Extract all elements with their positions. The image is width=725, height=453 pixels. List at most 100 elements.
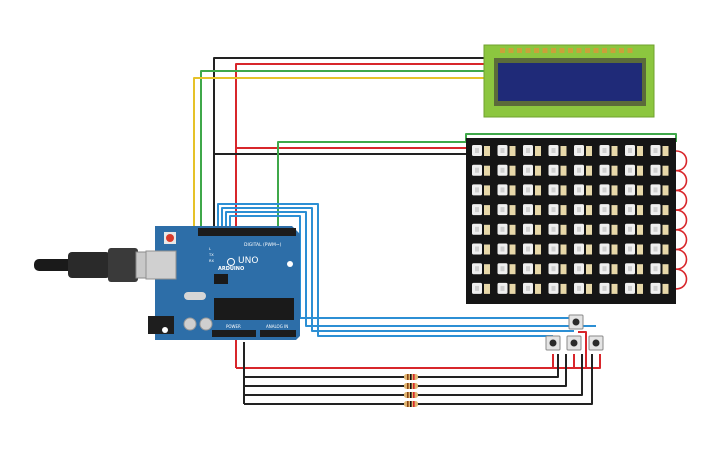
analog-label: ANALOG IN [266,324,288,329]
matrix-pixel-pad [560,185,567,196]
lcd-pin[interactable] [619,48,624,53]
wire-red-b3 [578,331,587,368]
lcd-pin[interactable] [508,48,514,53]
matrix-pixel-core [475,187,479,193]
resistor-band [407,383,409,389]
matrix-pixel-pad [611,185,618,196]
resistor-band [410,374,412,380]
led-matrix [466,138,688,304]
lcd-pin[interactable] [559,48,565,53]
matrix-pixel-core [653,167,658,173]
crystal [184,292,206,300]
matrix-pixel-pad [535,146,541,156]
matrix-pixel-core [551,246,556,252]
matrix-pixel-pad [560,244,567,255]
lcd-pin[interactable] [500,48,505,53]
matrix-pixel-core [500,167,505,173]
matrix-pixel-pad [509,224,516,235]
matrix-pixel-core [500,285,505,291]
wire-red-bus [236,354,601,369]
lcd-pin[interactable] [534,48,539,53]
matrix-pixel-pad [509,244,516,255]
matrix-pixel-pad [586,205,592,216]
lcd-pin[interactable] [551,48,556,53]
push-button[interactable] [568,314,584,330]
matrix-pixel-pad [637,165,643,176]
lcd-pin[interactable] [542,48,548,53]
resistor-band [413,401,415,407]
matrix-pixel-pad [662,244,669,255]
matrix-pixel-pad [535,165,541,176]
matrix-pixel-core [602,226,607,232]
wire-blue-3 [225,211,596,327]
matrix-pixel-core [653,246,658,252]
lcd-pin[interactable] [568,48,573,53]
matrix-pixel-pad [611,283,618,294]
matrix-pixel-core [577,285,581,291]
matrix-pixel-pad [611,165,618,176]
wire-blue-1 [217,203,553,337]
lcd-pin[interactable] [585,48,590,53]
matrix-pixel-pad [611,146,618,156]
digital-label: DIGITAL (PWM~) [244,242,282,248]
matrix-pixel-core [551,207,556,213]
push-button-cap[interactable] [572,318,580,326]
power-jack [148,316,174,334]
matrix-board [466,138,676,304]
push-button[interactable] [588,335,604,351]
atmega-chip [214,298,294,320]
lcd-pin[interactable] [627,48,633,53]
matrix-pixel-pad [560,165,567,176]
matrix-pixel-core [500,226,505,232]
matrix-pixel-pad [535,244,541,255]
matrix-pixel-core [500,148,505,153]
matrix-pixel-core [628,207,632,213]
matrix-pixel-core [526,226,530,232]
push-button[interactable] [545,335,561,351]
matrix-pixel-pad [509,283,516,294]
matrix-row-link [675,150,688,172]
matrix-pixel-core [577,148,581,153]
resistor [404,374,418,380]
matrix-pixel-pad [484,224,490,235]
lcd-pin[interactable] [593,48,599,53]
push-button[interactable] [566,335,582,351]
matrix-pixel-pad [509,264,516,275]
matrix-pixel-core [475,285,479,291]
model-label: UNO [238,256,258,266]
lcd-pin[interactable] [525,48,531,53]
matrix-pixel-pad [484,185,490,196]
matrix-pixel-core [500,266,505,272]
push-button-cap[interactable] [570,339,578,347]
power-label: POWER [226,324,241,329]
wire-lcd-green [200,70,484,232]
reset-button-cap[interactable] [166,234,174,242]
wire-matrix-green [277,141,466,232]
lcd-pin[interactable] [610,48,616,53]
matrix-pixel-pad [637,185,643,196]
lcd-pin[interactable] [517,48,522,53]
matrix-pixel-pad [484,283,490,294]
matrix-pixel-pad [484,165,490,176]
capacitor-1 [183,317,197,331]
matrix-pixel-core [602,285,607,291]
matrix-pixel-pad [662,283,669,294]
matrix-pixel-core [577,167,581,173]
usb-cable [34,248,161,282]
brand-label: ARDUINO [218,266,244,272]
matrix-pixel-core [628,285,632,291]
matrix-pixel-core [628,226,632,232]
matrix-pixel-core [475,246,479,252]
matrix-pixel-core [551,187,556,193]
push-button-cap[interactable] [592,339,600,347]
push-button-cap[interactable] [549,339,557,347]
lcd-pin[interactable] [602,48,607,53]
matrix-pixel-core [653,148,658,153]
lcd-pin[interactable] [576,48,582,53]
matrix-pixel-core [475,148,479,153]
matrix-pixel-pad [509,185,516,196]
resistor-band [407,401,409,407]
led-label-rx: RX [209,259,214,263]
capacitor-2 [199,317,213,331]
matrix-pixel-pad [586,283,592,294]
